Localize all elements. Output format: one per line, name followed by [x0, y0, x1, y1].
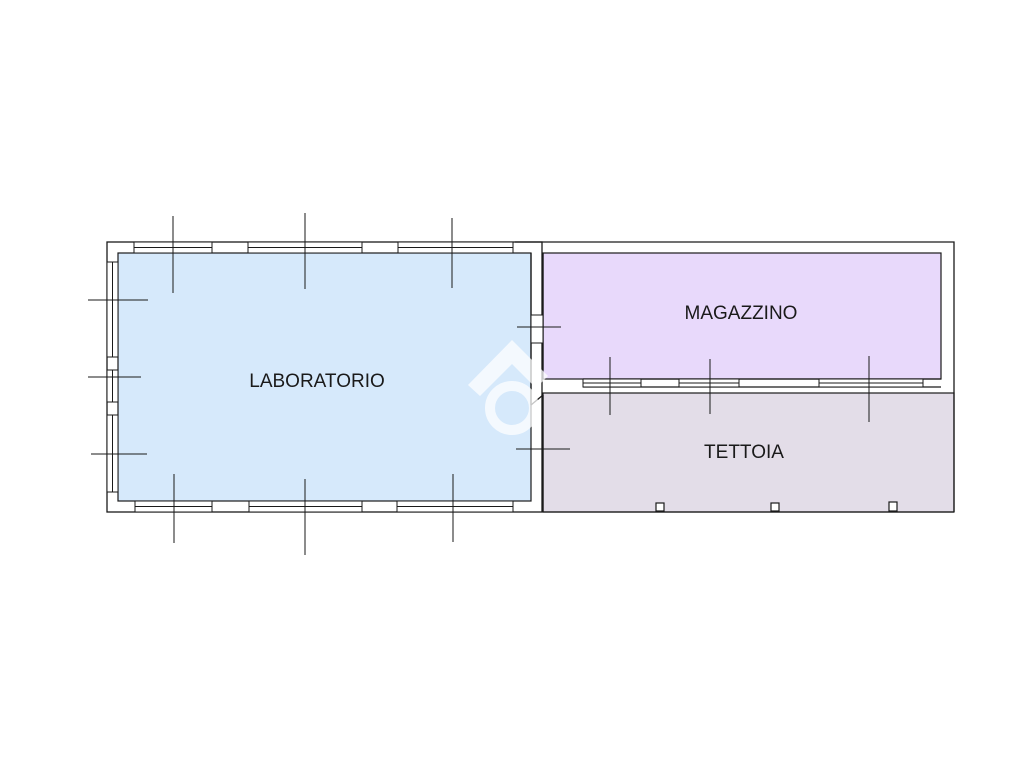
- pillars: [655, 501, 898, 512]
- pillar-icon: [888, 501, 898, 512]
- pillar-icon: [770, 502, 780, 512]
- window-icon: [530, 314, 544, 344]
- room-laboratorio-fill: [117, 252, 532, 502]
- room-tettoia-fill: [542, 392, 955, 513]
- house-logo-icon: [468, 340, 548, 435]
- room-label-magazzino: MAGAZZINO: [685, 303, 798, 324]
- dimension-ticks: [88, 213, 870, 555]
- room-magazzino-fill: [542, 252, 942, 380]
- room-label-laboratorio: LABORATORIO: [249, 371, 385, 392]
- room-label-tettoia: TETTOIA: [704, 442, 784, 463]
- pillar-icon: [655, 502, 665, 512]
